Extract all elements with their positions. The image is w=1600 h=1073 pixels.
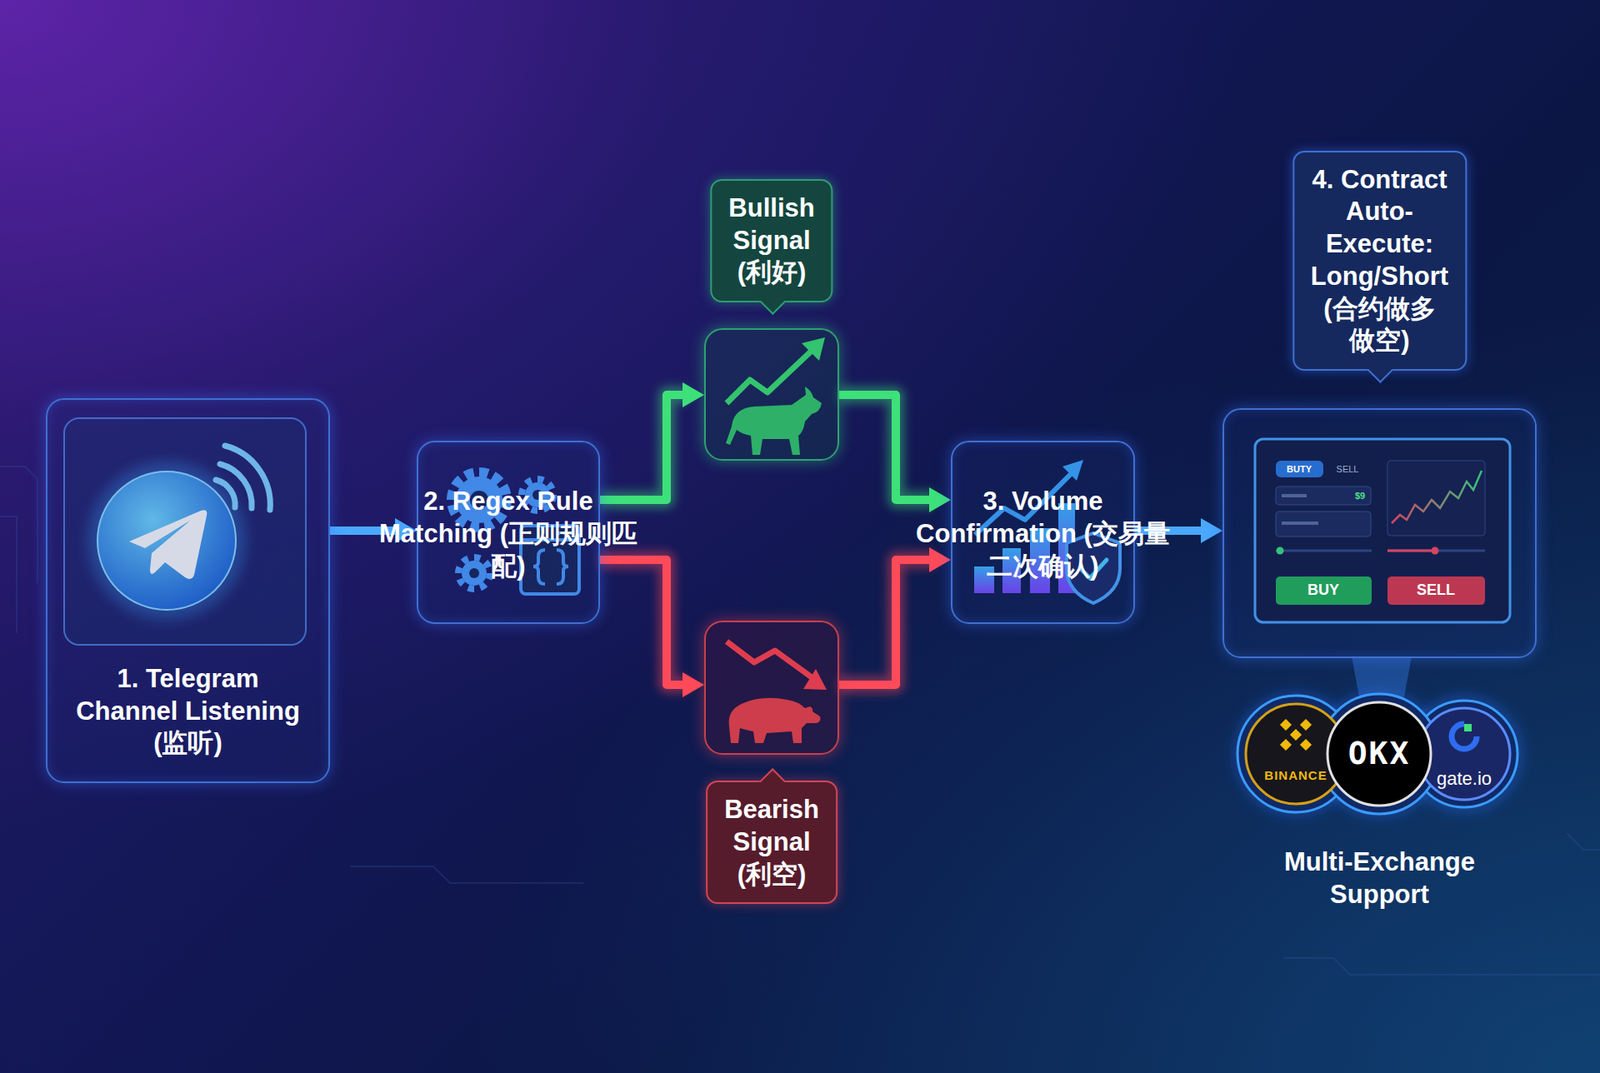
callout-text: Bullish Signal (利好) (728, 192, 815, 290)
process-box: 3. Volume Confirmation (交易量二次确认) (950, 440, 1135, 625)
ui-label: $9 (1355, 490, 1365, 501)
process-box: Bearish Signal (利空) (704, 620, 840, 755)
flow-arrow (839, 560, 935, 685)
step-label: 2. Regex Rule Matching (正则规则匹配) (379, 485, 638, 583)
callout-text: Bearish Signal (利空) (724, 794, 820, 891)
ui-label: SELL (1416, 582, 1455, 600)
flow-arrow (600, 560, 688, 685)
callout-pointer (1366, 355, 1395, 384)
process-box: Bullish Signal (利好) (704, 328, 840, 461)
connector-glow (600, 560, 688, 685)
flow-arrow (839, 395, 935, 500)
callout-box: Bearish Signal (利空) (705, 780, 838, 905)
ui-label: BUY (1307, 582, 1340, 600)
ui-label: gate.io (1436, 769, 1492, 790)
step-label: Multi-Exchange Support (1270, 846, 1490, 912)
process-box: 2. Regex Rule Matching (正则规则匹配) (416, 440, 600, 625)
ui-label: SELL (1336, 464, 1360, 475)
callout-box: Bullish Signal (利好) (710, 179, 833, 303)
step-label: 1. Telegram Channel Listening (监听) (67, 663, 309, 760)
ui-label: BINANCE (1264, 769, 1327, 784)
step-label: 3. Volume Confirmation (交易量二次确认) (910, 485, 1177, 583)
ui-label: BUTY (1286, 464, 1312, 475)
process-box: 4. Contract Auto-Execute: Long/Short (合约… (1222, 408, 1537, 659)
exchange-logos (1234, 656, 1523, 818)
connector-group (600, 560, 688, 685)
callout-box: 4. Contract Auto-Execute: Long/Short (合约… (1292, 150, 1467, 372)
connector-group (600, 395, 688, 500)
flow-arrow (600, 395, 688, 500)
callout-pointer (758, 286, 787, 315)
connector-group (839, 395, 935, 500)
connector-group (839, 560, 935, 685)
ui-label: OKX (1348, 736, 1411, 772)
callout-text: 4. Contract Auto-Execute: Long/Short (合约… (1310, 164, 1449, 359)
connector-glow (600, 395, 688, 500)
connector-glow (839, 395, 935, 500)
process-box: 1. Telegram Channel Listening (监听) (45, 398, 330, 784)
connector-glow (839, 560, 935, 685)
callout-pointer (758, 768, 787, 797)
